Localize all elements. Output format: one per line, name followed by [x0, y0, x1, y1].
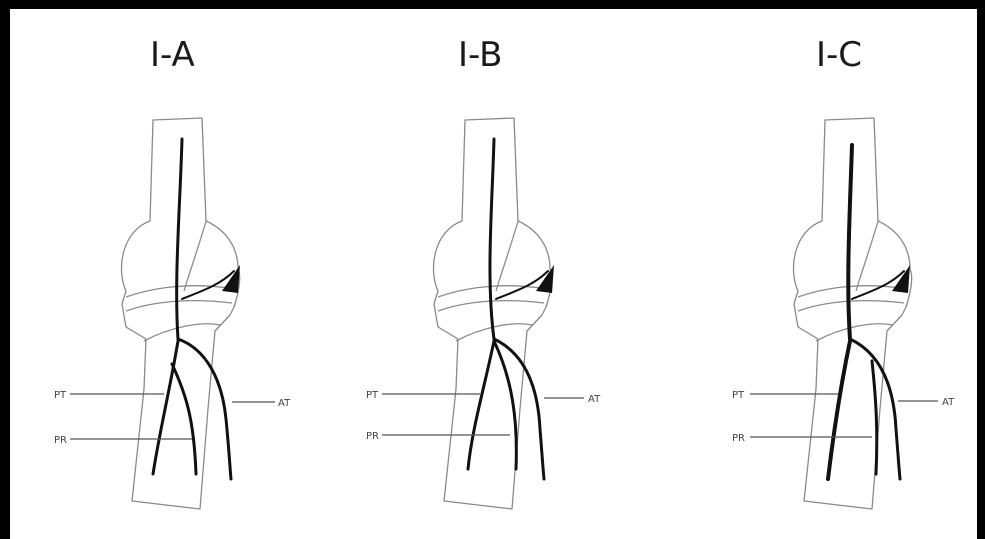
label-pt-group: PT — [732, 390, 838, 401]
at-label: AT — [278, 398, 291, 409]
pr-label: PR — [54, 435, 67, 446]
peroneal-artery — [872, 361, 877, 474]
label-pr-group: PR — [54, 435, 192, 446]
diagram-canvas: I-A PT PR AT I-B — [10, 9, 977, 539]
panel-title: I-C — [816, 35, 862, 75]
posterior-tibial-artery — [153, 341, 178, 474]
posterior-tibial-artery — [468, 341, 494, 469]
label-pt-group: PT — [366, 390, 480, 401]
popliteal-artery — [177, 139, 182, 339]
artery-lines — [468, 139, 554, 479]
pt-label: PT — [732, 390, 745, 401]
label-at-group: AT — [898, 397, 955, 408]
at-label: AT — [942, 397, 955, 408]
pr-label: PR — [366, 431, 379, 442]
pr-label: PR — [732, 433, 745, 444]
artery-lines — [153, 139, 240, 479]
panel-title: I-A — [150, 35, 195, 75]
peroneal-artery — [172, 364, 196, 474]
panel-title: I-B — [458, 35, 502, 75]
panel-i-a: I-A PT PR AT — [54, 35, 291, 509]
pt-label: PT — [54, 390, 67, 401]
peroneal-artery — [494, 341, 516, 469]
label-pt-group: PT — [54, 390, 164, 401]
posterior-tibial-artery — [828, 341, 850, 479]
label-at-group: AT — [232, 398, 291, 409]
popliteal-artery — [490, 139, 494, 339]
label-at-group: AT — [544, 394, 601, 405]
label-pr-group: PR — [732, 433, 872, 444]
pt-label: PT — [366, 390, 379, 401]
popliteal-artery — [848, 145, 852, 339]
at-label: AT — [588, 394, 601, 405]
panel-i-c: I-C PT PR AT — [732, 35, 955, 509]
artery-lines — [828, 145, 910, 479]
panel-i-b: I-B PT PR AT — [366, 35, 601, 509]
label-pr-group: PR — [366, 431, 510, 442]
